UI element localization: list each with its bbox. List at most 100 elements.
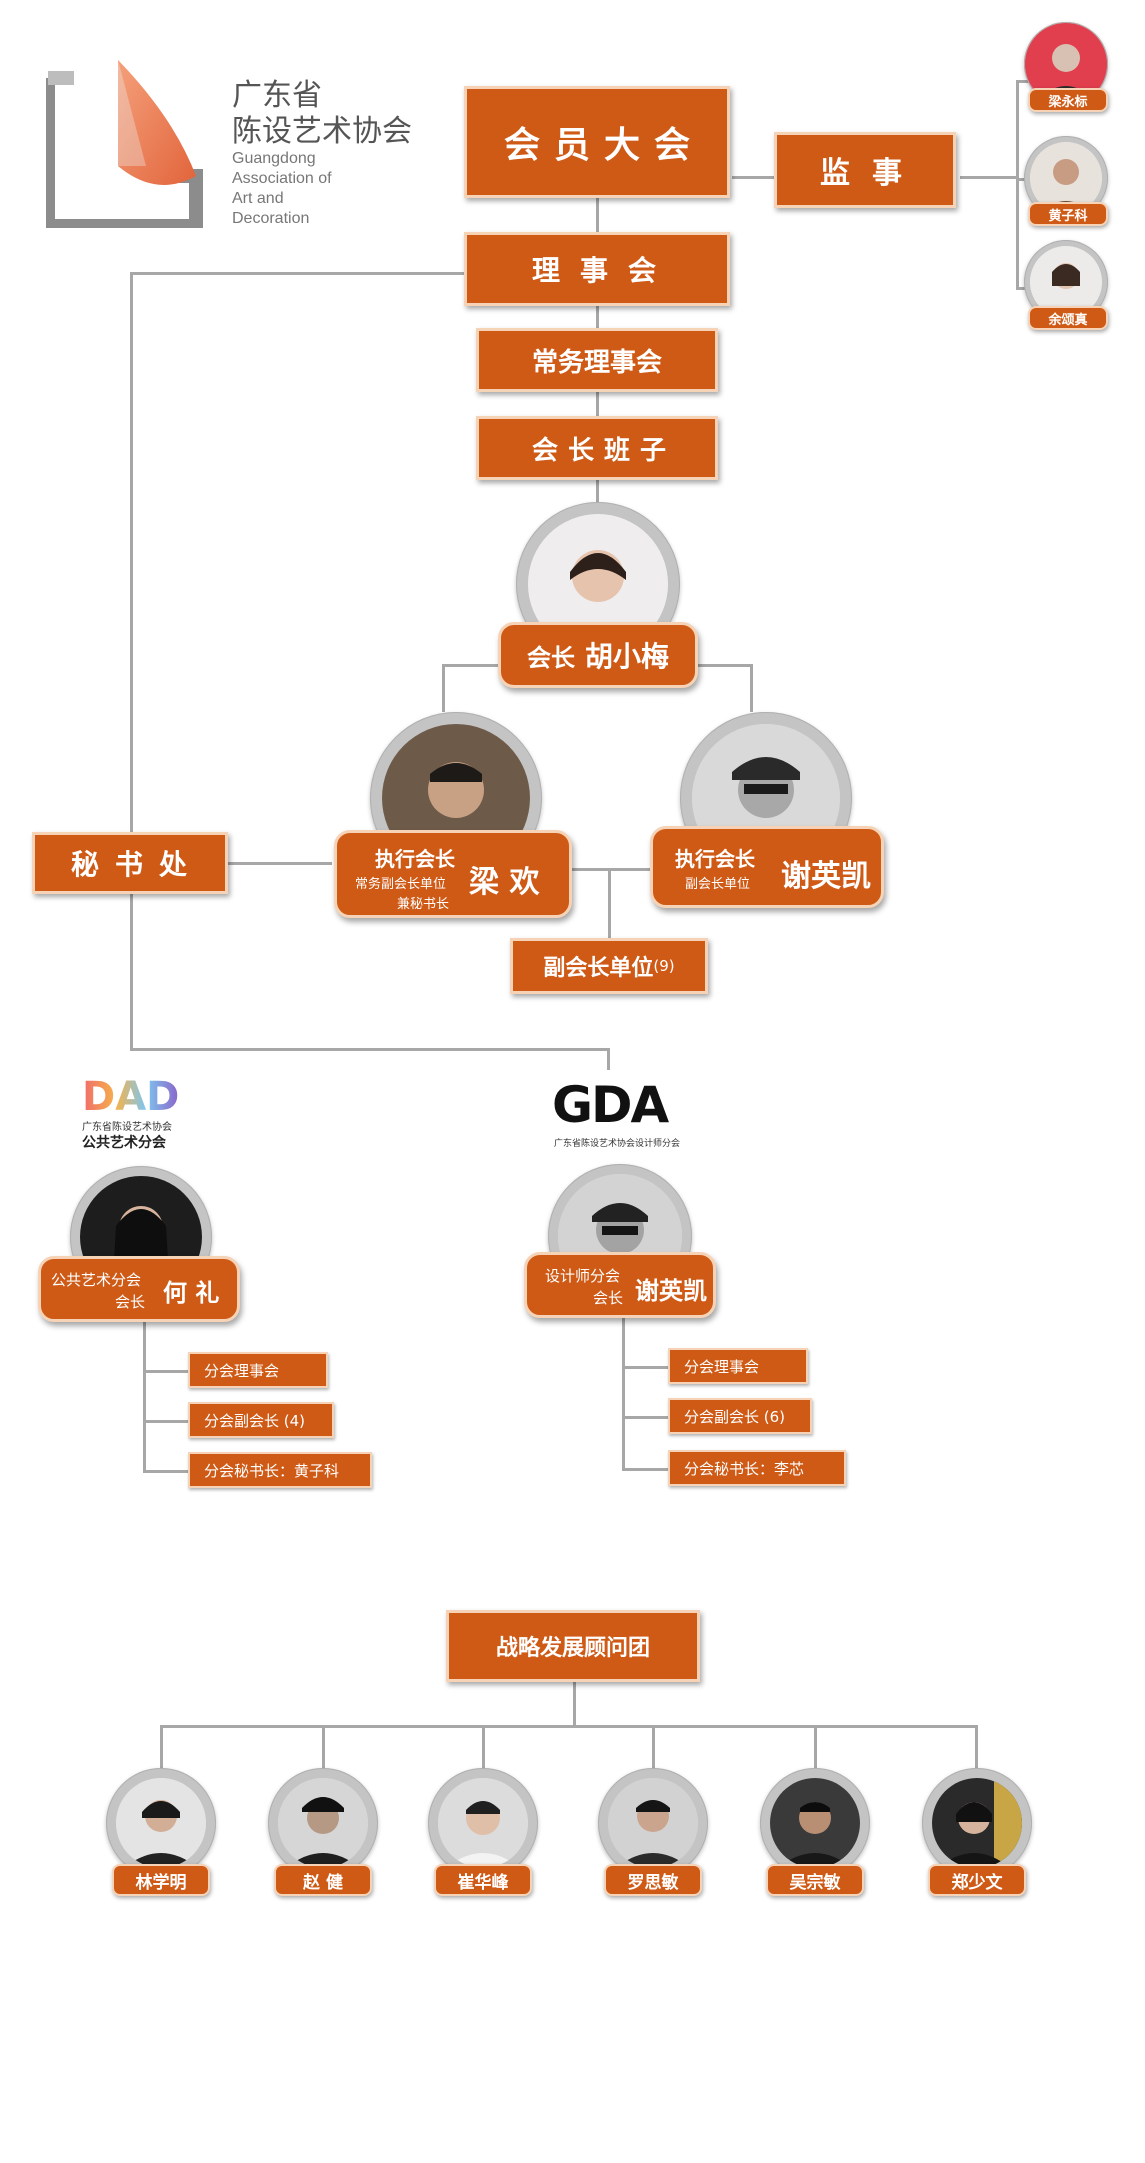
logo-cn-line2: 陈设艺术协会 <box>232 114 412 149</box>
line-assembly-supervisor <box>732 176 780 179</box>
line-gda-item1 <box>622 1366 668 1369</box>
line-left-vertical <box>130 272 133 1050</box>
line-adv-3 <box>482 1725 485 1769</box>
gda-president-name: 谢英凯 <box>635 1277 707 1305</box>
secretariat-box[interactable]: 秘书处 <box>32 832 228 894</box>
exec-right-sub1: 副会长单位 <box>685 877 751 892</box>
exec-left-name: 梁 欢 <box>469 865 540 900</box>
president-title: 会长 <box>526 643 575 672</box>
exec-left-sub2: 兼秘书长 <box>397 897 450 912</box>
advisor-3-photo <box>438 1778 528 1868</box>
gda-logo-letters: GDA <box>552 1076 669 1134</box>
president-name: 胡小梅 <box>584 640 669 673</box>
line-adv-4 <box>652 1725 655 1769</box>
vp-units-count: (9) <box>653 957 675 975</box>
dad-item-vp[interactable]: 分会副会长 (4) <box>188 1402 334 1438</box>
standing-board-box[interactable]: 常务理事会 <box>476 328 718 392</box>
gda-logo: GDA 广东省陈设艺术协会设计师分会 <box>552 1076 702 1152</box>
supervisor-3-name: 余颂真 <box>1028 306 1108 330</box>
line-exec-connect <box>570 868 652 871</box>
line-board-left <box>130 272 466 275</box>
supervisor-2-name: 黄子科 <box>1028 202 1108 226</box>
logo-en-line4: Decoration <box>232 210 310 227</box>
dad-logo: DAD 广东省陈设艺术协会 公共艺术分会 <box>82 1074 202 1158</box>
line-advisory-horizontal <box>160 1725 978 1728</box>
exec-left-sub1: 常务副会长单位 <box>355 877 447 892</box>
advisor-2-name: 赵 健 <box>274 1864 372 1896</box>
supervisor-1-name: 梁永标 <box>1028 88 1108 112</box>
line-dad-item2 <box>143 1420 189 1423</box>
logo-mark-icon <box>41 60 203 233</box>
gda-item-vp[interactable]: 分会副会长 (6) <box>668 1398 812 1434</box>
person-portrait-icon <box>278 1778 368 1868</box>
gda-item-secretary[interactable]: 分会秘书长：李芯 <box>668 1450 846 1486</box>
advisor-1-name: 林学明 <box>112 1864 210 1896</box>
line-gda-item3 <box>622 1468 668 1471</box>
line-branch-left-down <box>442 664 445 712</box>
line-branches-top <box>130 1048 610 1051</box>
person-portrait-icon <box>608 1778 698 1868</box>
line-vp-units <box>608 868 611 942</box>
line-supervisor-bracket <box>960 176 1018 179</box>
advisor-5-name: 吴宗敏 <box>766 1864 864 1896</box>
association-logo <box>41 58 206 233</box>
dad-letters-text: DAD <box>82 1076 179 1116</box>
dad-item-board[interactable]: 分会理事会 <box>188 1352 328 1388</box>
line-board-standing <box>596 306 599 328</box>
line-advisory-down <box>573 1682 576 1726</box>
presidium-box[interactable]: 会长班子 <box>476 416 718 480</box>
logo-en-line2: Association of <box>232 170 332 187</box>
exec-left-banner[interactable]: 执行会长 常务副会长单位 兼秘书长 梁 欢 <box>334 830 572 918</box>
line-dad-items <box>143 1320 146 1470</box>
dad-logo-letters: DAD <box>82 1074 179 1120</box>
advisor-4-photo <box>608 1778 698 1868</box>
gda-logo-sub: 广东省陈设艺术协会设计师分会 <box>554 1139 681 1149</box>
president-banner[interactable]: 会长 胡小梅 <box>498 622 698 688</box>
advisor-3-name: 崔华峰 <box>434 1864 532 1896</box>
person-portrait-icon <box>438 1778 528 1868</box>
vp-units-label: 副会长单位 <box>543 956 654 981</box>
advisor-4-name: 罗思敏 <box>604 1864 702 1896</box>
gda-president-banner[interactable]: 设计师分会 会长 谢英凯 <box>524 1252 716 1318</box>
dad-item-secretary[interactable]: 分会秘书长：黄子科 <box>188 1452 372 1488</box>
person-portrait-icon <box>116 1778 206 1868</box>
general-assembly-box[interactable]: 会员大会 <box>464 86 730 198</box>
dad-logo-name: 公共艺术分会 <box>82 1135 166 1151</box>
dad-title1: 公共艺术分会 <box>51 1271 142 1289</box>
dad-president-name: 何 礼 <box>163 1279 220 1307</box>
person-portrait-icon <box>932 1778 1022 1868</box>
exec-right-banner[interactable]: 执行会长 副会长单位 谢英凯 <box>650 826 884 908</box>
line-secretariat-exec <box>228 862 332 865</box>
line-adv-6 <box>975 1725 978 1769</box>
line-branch-gda-down <box>607 1048 610 1070</box>
dad-president-banner[interactable]: 公共艺术分会 会长 何 礼 <box>38 1256 240 1322</box>
supervisor-box[interactable]: 监事 <box>774 132 956 208</box>
advisor-6-name: 郑少文 <box>928 1864 1026 1896</box>
advisor-1-photo <box>116 1778 206 1868</box>
exec-right-name: 谢英凯 <box>781 859 871 894</box>
dad-title2: 会长 <box>115 1293 146 1311</box>
advisor-6-photo <box>932 1778 1022 1868</box>
exec-right-title: 执行会长 <box>675 847 755 871</box>
line-standing-presidium <box>596 392 599 416</box>
logo-en-line3: Art and <box>232 190 284 207</box>
line-gda-item2 <box>622 1416 668 1419</box>
vp-units-box[interactable]: 副会长单位 (9) <box>510 938 708 994</box>
person-portrait-icon <box>770 1778 860 1868</box>
gda-title1: 设计师分会 <box>545 1267 621 1285</box>
board-box[interactable]: 理事会 <box>464 232 730 306</box>
line-assembly-board <box>596 196 599 232</box>
advisor-5-photo <box>770 1778 860 1868</box>
line-adv-1 <box>160 1725 163 1769</box>
advisory-box[interactable]: 战略发展顾问团 <box>446 1610 700 1682</box>
line-dad-item1 <box>143 1370 189 1373</box>
line-presidium-president <box>596 480 599 504</box>
line-branch-right-down <box>750 664 753 712</box>
gda-item-board[interactable]: 分会理事会 <box>668 1348 808 1384</box>
logo-cn-line1: 广东省 <box>232 78 322 113</box>
advisor-2-photo <box>278 1778 368 1868</box>
exec-left-title: 执行会长 <box>375 847 455 871</box>
line-adv-5 <box>814 1725 817 1769</box>
line-sup-1 <box>1016 80 1032 83</box>
line-dad-item3 <box>143 1470 189 1473</box>
